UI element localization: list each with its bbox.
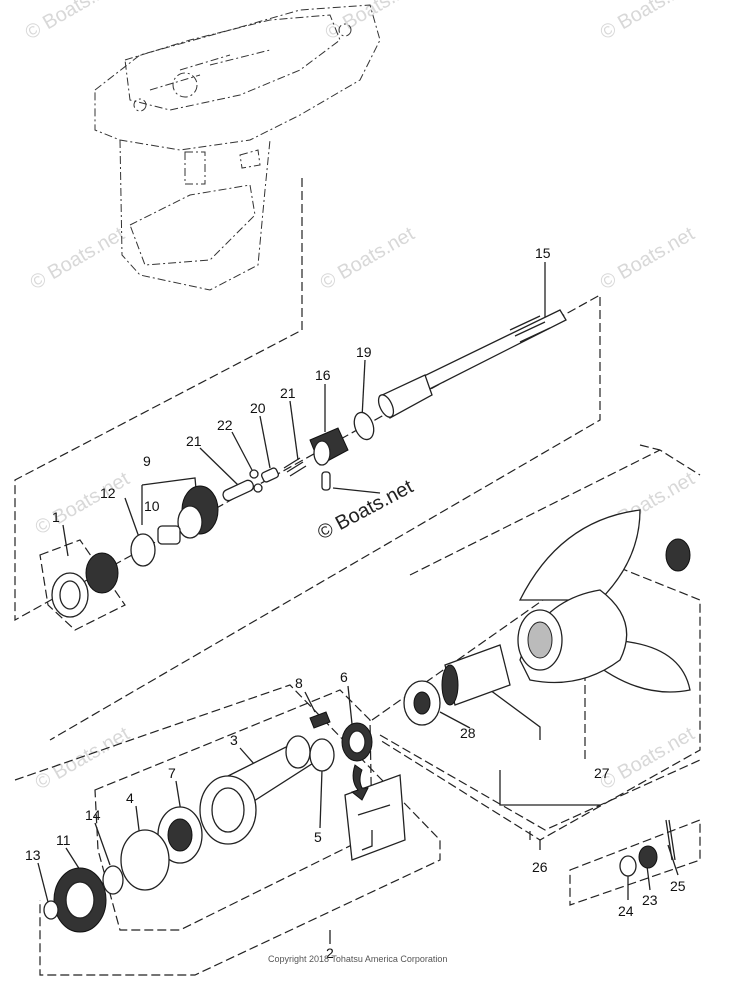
copyright-text: Copyright 2018 Tohatsu America Corporati… xyxy=(268,954,447,964)
part-label-3: 3 xyxy=(230,732,238,748)
part-label-13: 13 xyxy=(25,847,41,863)
inset-tool-box xyxy=(344,764,406,861)
part-label-19: 20 xyxy=(250,400,266,416)
part-label-28: 28 xyxy=(460,725,476,741)
watermark: © Boats.net xyxy=(32,723,134,795)
part-label-20: 21 xyxy=(280,385,296,401)
watermark: © Boats.net xyxy=(597,223,699,295)
part-label-22: 22 xyxy=(217,417,233,433)
clutch-16 xyxy=(309,427,349,466)
leader-lines xyxy=(37,262,679,944)
part-label-2: 2 xyxy=(326,945,334,961)
pin-17 xyxy=(321,471,331,491)
seal-bearing-group xyxy=(309,711,373,772)
bearing-7 xyxy=(120,806,203,891)
part-label-5: 5 xyxy=(314,829,322,845)
watermark: © Boats.net xyxy=(317,223,419,295)
part-label-9: 9 xyxy=(143,453,151,469)
part-label-18: 19 xyxy=(356,344,372,360)
bushing-28 xyxy=(403,644,511,726)
part-label-27: 27 xyxy=(594,765,610,781)
bearing-1 xyxy=(51,552,119,618)
part-labels: 15 19 16 21 20 22 21 9 10 12 1 8 6 3 7 4… xyxy=(25,245,686,961)
watermark: © Boats.net xyxy=(597,0,699,44)
part-label-6: 6 xyxy=(340,669,348,685)
part-label-16: 16 xyxy=(315,367,331,383)
watermark: © Boats.net xyxy=(32,468,134,540)
propeller-27 xyxy=(517,509,691,693)
gear-case-housing xyxy=(94,4,381,291)
part-label-11: 11 xyxy=(56,832,71,848)
watermark: © Boats.net xyxy=(27,223,129,295)
part-label-4: 4 xyxy=(126,790,134,806)
part-label-1: 1 xyxy=(52,509,60,525)
part-label-21: 21 xyxy=(186,433,202,449)
part-label-25: 25 xyxy=(670,878,686,894)
part-label-7: 7 xyxy=(168,765,176,781)
part-label-26: 26 xyxy=(532,859,548,875)
propeller-shaft xyxy=(377,309,567,419)
watermark: © Boats.net xyxy=(322,0,424,44)
part-label-14: 14 xyxy=(85,807,101,823)
part-label-12: 12 xyxy=(100,485,116,501)
part-label-10: 10 xyxy=(144,498,160,514)
washer-rear xyxy=(665,538,691,572)
part-label-24: 24 xyxy=(618,903,634,919)
shift-plunger-group xyxy=(222,457,307,502)
part-label-23: 23 xyxy=(642,892,658,908)
ring-18 xyxy=(353,411,375,441)
forward-gear-group xyxy=(130,485,219,567)
watermark: © Boats.net xyxy=(22,0,124,44)
nut-group xyxy=(619,819,676,877)
reverse-gear-group xyxy=(43,865,124,933)
watermarks: © Boats.net © Boats.net © Boats.net © Bo… xyxy=(22,0,699,794)
part-label-8: 8 xyxy=(295,675,303,691)
part-label-15: 15 xyxy=(535,245,551,261)
bearing-housing-3 xyxy=(199,735,319,845)
